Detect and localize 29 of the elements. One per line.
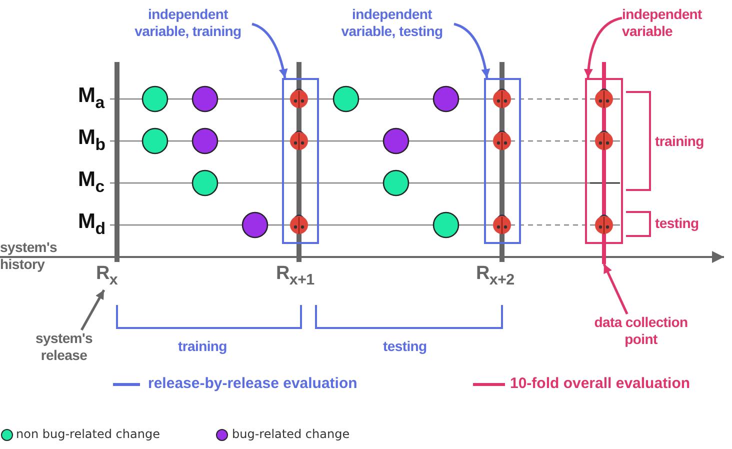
- release-label: R$_{x}$: [96, 263, 118, 284]
- row-label: M$_{c}$: [78, 167, 104, 193]
- leader-arrow: [80, 289, 106, 331]
- highlight-frame: [484, 78, 521, 244]
- bracket-label: testing: [383, 338, 427, 356]
- row-label: M$_{a}$: [78, 83, 104, 109]
- release-label: R$_{x+1}$: [276, 262, 314, 286]
- leader-arrow: [454, 22, 490, 78]
- row-label: M$_{b}$: [78, 125, 106, 151]
- annotation-text: independent variable, testing: [341, 6, 443, 40]
- leader-arrow: [602, 263, 628, 315]
- legend-text: bug-related change: [232, 427, 350, 441]
- bracket-label: testing: [655, 215, 699, 232]
- legend-text: 10-fold overall evaluation: [510, 375, 690, 392]
- annotation-text: independent variable: [622, 6, 702, 40]
- bracket-label: training: [178, 338, 227, 356]
- annotation-text: data collection point: [594, 314, 688, 348]
- highlight-frame: [282, 78, 319, 244]
- legend-text: non bug-related change: [16, 427, 160, 441]
- annotation-text: system's release: [36, 330, 92, 364]
- release-label: R$_{x+2}$: [476, 262, 514, 286]
- legend-text: release-by-release evaluation: [148, 375, 358, 392]
- highlight-frame: [585, 78, 623, 244]
- leader-arrow: [584, 16, 622, 78]
- row-label: M$_{d}$: [78, 209, 106, 235]
- axis-label: system's history: [0, 239, 58, 274]
- annotation-text: independent variable, training: [134, 6, 242, 40]
- leader-arrow: [252, 22, 288, 78]
- bracket-label: training: [655, 133, 704, 150]
